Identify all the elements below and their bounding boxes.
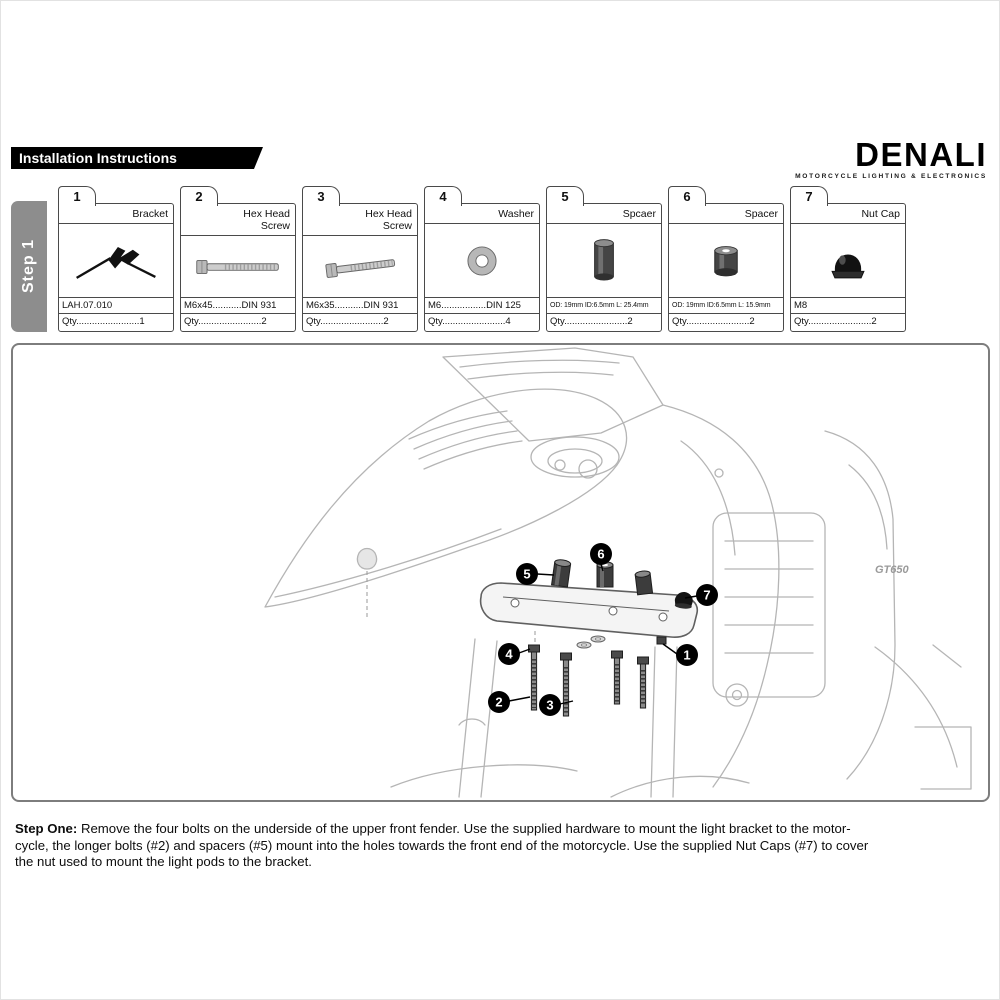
part-qty: Qty........................2 <box>303 313 417 331</box>
page-title-text: Installation Instructions <box>19 150 177 166</box>
bolt-long-drawing <box>528 644 540 711</box>
installation-diagram: GT650 5 6 7 4 1 <box>11 343 990 802</box>
callout-4-label: 4 <box>505 647 513 662</box>
part-number: 4 <box>424 186 462 206</box>
part-name: Nut Cap <box>791 204 905 224</box>
spacer-short-icon <box>669 224 783 297</box>
part-number: 5 <box>546 186 584 206</box>
part-number: 6 <box>668 186 706 206</box>
part-qty: Qty........................2 <box>791 313 905 331</box>
bracket-icon <box>59 224 173 297</box>
spacer-drawing <box>634 570 654 596</box>
callout-1-label: 1 <box>683 648 690 663</box>
part-qty: Qty........................4 <box>425 313 539 331</box>
brand-tagline: MOTORCYCLE LIGHTING & ELECTRONICS <box>795 173 987 180</box>
callout-2 <box>488 691 510 713</box>
callout-2-label: 2 <box>495 695 502 710</box>
callout-6-label: 6 <box>597 547 604 562</box>
callout-leaders <box>508 563 698 705</box>
part-name: Spacer <box>669 204 783 224</box>
callout-7 <box>696 584 718 606</box>
part-name: Hex Head Screw <box>303 204 417 236</box>
callout-7-label: 7 <box>703 588 710 603</box>
part-card-spacer-short: 6 Spacer OD: 19mm ID:6.5mm L: 15.9mm Qty… <box>668 186 784 332</box>
spacer-short-drawing <box>596 561 614 588</box>
part-spec: M6x35...........DIN 931 <box>303 297 417 313</box>
step-instructions: Step One: Remove the four bolts on the u… <box>15 821 990 871</box>
instructions-line-3: the nut used to mount the light pods to … <box>15 854 312 869</box>
brand-name: DENALI <box>855 136 987 173</box>
part-name: Washer <box>425 204 539 224</box>
spacer-long-drawing <box>550 559 572 588</box>
bolt-long-drawing <box>560 652 572 717</box>
motorcycle-diagram: GT650 5 6 7 4 1 <box>264 347 972 798</box>
part-qty: Qty........................1 <box>59 313 173 331</box>
callout-3-label: 3 <box>546 698 553 713</box>
part-spec: OD: 19mm ID:6.5mm L: 15.9mm <box>669 297 783 313</box>
nut-cap-icon <box>791 224 905 297</box>
part-card-washer: 4 Washer M6.................DIN 125 Qty.… <box>424 186 540 332</box>
instructions-line-1: Step One: Remove the four bolts on the u… <box>15 821 851 836</box>
part-spec: M6x45...........DIN 931 <box>181 297 295 313</box>
part-number: 1 <box>58 186 96 206</box>
bolt-short-drawing <box>611 650 623 705</box>
bolt-short-drawing <box>637 656 649 709</box>
callout-5 <box>516 563 538 585</box>
part-number: 2 <box>180 186 218 206</box>
instructions-line-2: cycle, the longer bolts (#2) and spacers… <box>15 837 869 853</box>
part-card-screw-long: 2 Hex Head Screw M6x45...........DIN 931… <box>180 186 296 332</box>
brand-logo: DENALI MOTORCYCLE LIGHTING & ELECTRONICS <box>795 138 987 180</box>
part-name: Hex Head Screw <box>181 204 295 236</box>
washer-icon <box>425 224 539 297</box>
step-tab: Step 1 <box>11 201 47 332</box>
callout-4 <box>498 643 520 665</box>
bike-badge: GT650 <box>875 564 910 576</box>
part-spec: OD: 19mm ID:6.5mm L: 25.4mm <box>547 297 661 313</box>
part-qty: Qty........................2 <box>669 313 783 331</box>
callout-6 <box>590 543 612 565</box>
diagram-callouts: 5 6 7 4 1 2 3 <box>488 543 718 716</box>
callout-5-label: 5 <box>523 567 530 582</box>
part-spec: M6.................DIN 125 <box>425 297 539 313</box>
part-number: 3 <box>302 186 340 206</box>
hex-screw-icon <box>303 236 417 297</box>
part-number: 7 <box>790 186 828 206</box>
part-card-nut-cap: 7 Nut Cap M8 Qty........................… <box>790 186 906 332</box>
spacer-long-icon <box>547 224 661 297</box>
part-card-spacer-long: 5 Spcaer OD: 19mm ID:6.5mm L: 25.4mm Qty… <box>546 186 662 332</box>
part-card-screw-short: 3 Hex Head Screw M6x35...........DIN 931… <box>302 186 418 332</box>
part-qty: Qty........................2 <box>181 313 295 331</box>
part-spec: M8 <box>791 297 905 313</box>
part-name: Bracket <box>59 204 173 224</box>
hex-screw-long-icon <box>181 236 295 297</box>
nut-drawing <box>656 636 667 645</box>
page-title: Installation Instructions <box>11 147 263 169</box>
light-bracket-drawing <box>479 582 699 638</box>
part-qty: Qty........................2 <box>547 313 661 331</box>
nut-cap-drawing <box>674 592 693 609</box>
part-name: Spcaer <box>547 204 661 224</box>
step-lead: Step One: <box>15 821 78 836</box>
callout-3 <box>539 694 561 716</box>
callout-1 <box>676 644 698 666</box>
part-card-bracket: 1 Bracket LAH.07.010 Qty................… <box>58 186 174 332</box>
step-tab-label: Step 1 <box>20 239 37 294</box>
hardware-drawing <box>528 559 693 717</box>
part-spec: LAH.07.010 <box>59 297 173 313</box>
